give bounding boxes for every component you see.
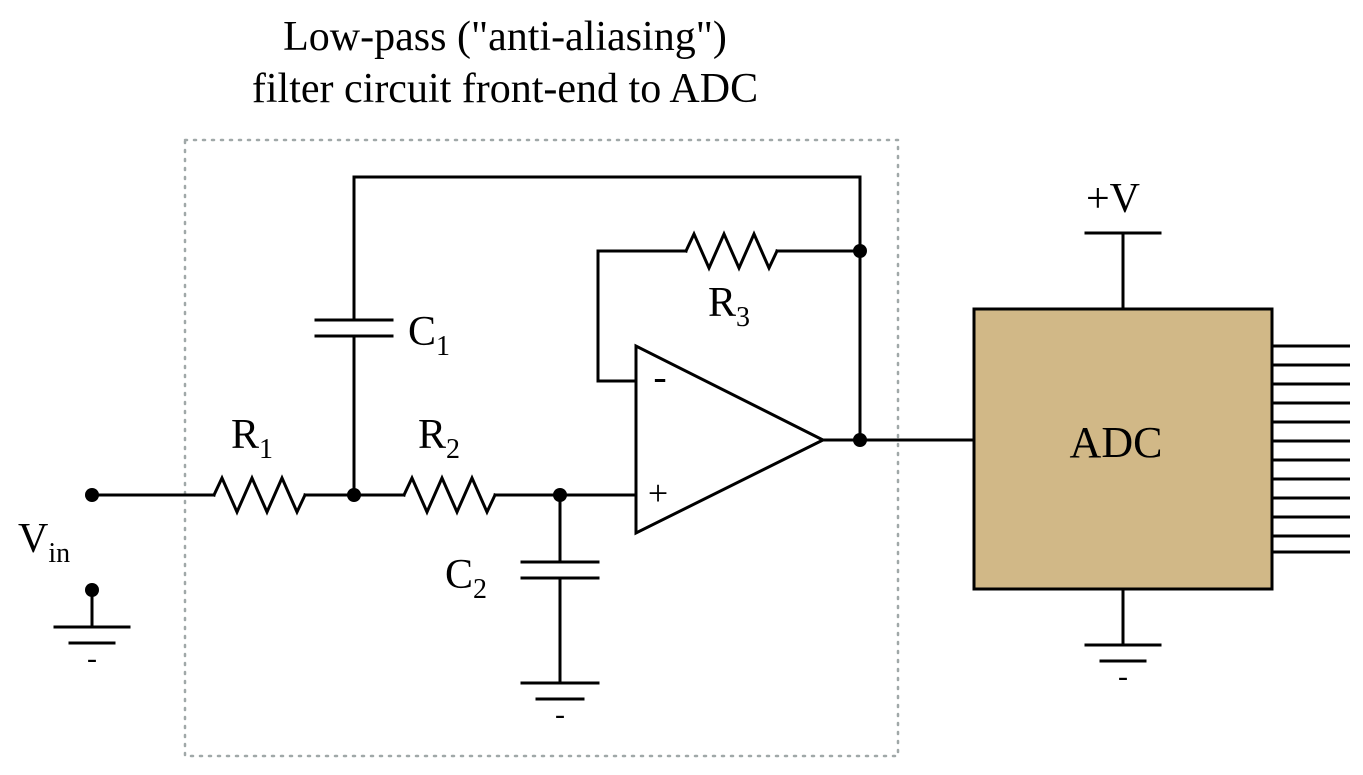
resistor-r2 (402, 474, 497, 516)
label-r1: R1 (231, 412, 273, 465)
node-output (853, 433, 867, 447)
op-amp (634, 343, 827, 536)
node-r2-plus (553, 488, 567, 502)
title-line-1: Low-pass ("anti-aliasing") (283, 14, 727, 60)
wire-r3-to-minus (596, 249, 688, 383)
label-vin: Vin (18, 516, 70, 569)
node-r3-output (853, 244, 867, 258)
resistor-r3 (684, 230, 779, 272)
ground-c2-label: - (555, 698, 565, 731)
label-r3: R3 (708, 280, 750, 333)
label-c2: C2 (445, 552, 487, 605)
resistor-r1 (212, 474, 307, 516)
label-c1: C1 (408, 309, 450, 362)
supply-label: +V (1086, 176, 1140, 222)
filter-boundary-box (183, 138, 900, 758)
label-r2: R2 (418, 412, 460, 465)
op-amp-plus-label: + (648, 473, 668, 513)
vin-terminal-bottom (85, 583, 99, 597)
title-line-2: filter circuit front-end to ADC (252, 66, 758, 112)
ground-adc-label: - (1118, 660, 1128, 693)
node-r1-r2 (347, 488, 361, 502)
wire-c1-feedback (352, 175, 862, 442)
op-amp-minus-label: - (653, 354, 666, 399)
vin-terminal-top (85, 488, 99, 502)
adc-label: ADC (1070, 418, 1163, 467)
adc-output-lines (1272, 344, 1350, 554)
adc-block (972, 307, 1274, 591)
ground-vin-label: - (87, 642, 97, 675)
